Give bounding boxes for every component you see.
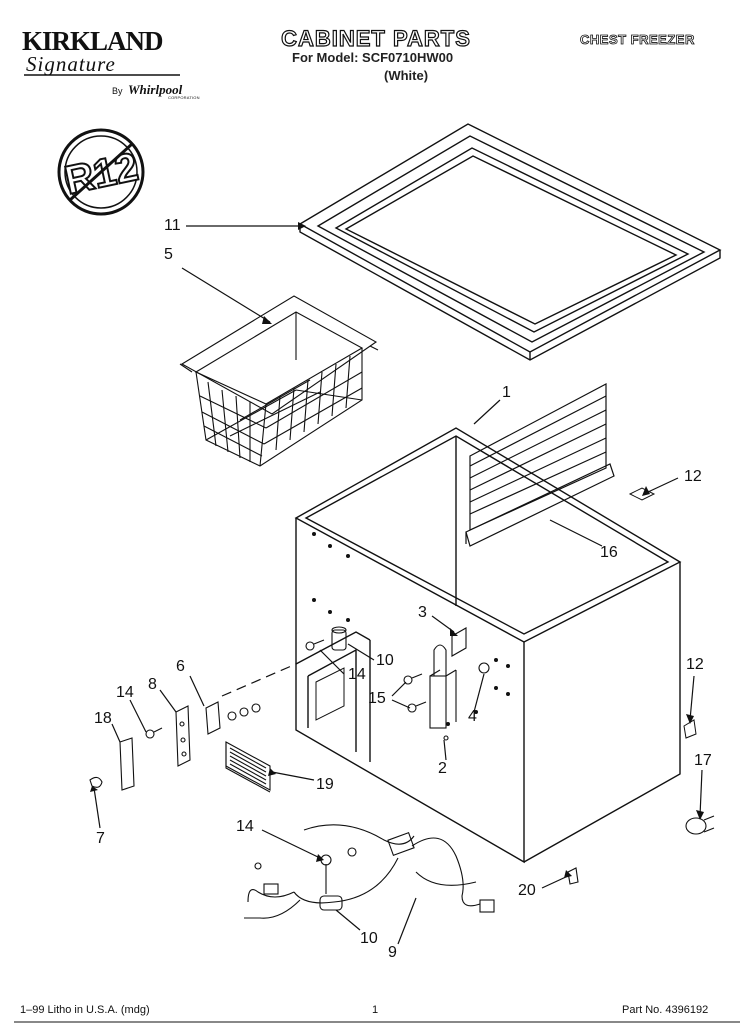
leader-lines (93, 225, 703, 945)
clip-20 (567, 867, 579, 885)
callout-14-lower: 14 (236, 818, 254, 835)
label-12-top (628, 487, 656, 501)
footer-page-number: 1 (372, 1004, 379, 1016)
hinge-plate (175, 705, 191, 767)
callout-4: 4 (468, 708, 477, 725)
footer-litho: 1–99 Litho in U.S.A. (mdg) (20, 1004, 150, 1016)
callout-10-lower: 10 (360, 930, 378, 947)
callout-2: 2 (438, 760, 447, 777)
page-title: CABINET PARTS (280, 25, 471, 51)
r12-badge: R12 (57, 128, 145, 216)
by-label: By (112, 86, 123, 96)
brand-script: Signature (26, 52, 116, 76)
divider-panel (465, 383, 615, 547)
callout-11: 11 (164, 217, 181, 234)
switch-part (205, 701, 261, 735)
screws (145, 639, 427, 866)
callout-15: 15 (368, 690, 386, 707)
callout-19: 19 (316, 776, 334, 793)
callout-8: 8 (148, 676, 157, 693)
product-name: CHEST FREEZER (580, 32, 695, 48)
wire-basket (179, 295, 379, 467)
color-line: (White) (384, 68, 429, 83)
arrowheads (90, 222, 704, 878)
callout-16: 16 (600, 544, 618, 561)
maker-sub: CORPORATION (168, 95, 200, 100)
callout-5: 5 (164, 246, 173, 263)
clip-7 (89, 776, 103, 788)
callout-3: 3 (418, 604, 427, 621)
relay-upper (331, 626, 347, 651)
wiring-harness (244, 824, 495, 919)
callout-18: 18 (94, 710, 112, 727)
leveling-foot (685, 815, 715, 835)
callout-1: 1 (502, 384, 511, 401)
callout-9: 9 (388, 944, 397, 961)
brand-name: KIRKLAND (22, 26, 164, 56)
callout-17: 17 (694, 752, 712, 769)
footer-part-number: Part No. 4396192 (622, 1004, 709, 1016)
grille (225, 741, 271, 793)
callout-14-mid: 14 (348, 666, 366, 683)
cabinet-body (294, 427, 682, 864)
callout-20: 20 (518, 882, 536, 899)
lid-gasket (298, 123, 722, 361)
callout-10-upper: 10 (376, 652, 394, 669)
maker-logo: Whirlpool (128, 82, 183, 97)
callout-12-lower: 12 (686, 656, 704, 673)
callout-6: 6 (176, 658, 185, 675)
thermostat-assembly (429, 627, 490, 741)
model-line: For Model: SCF0710HW00 (292, 50, 454, 65)
label-18 (119, 737, 135, 791)
callout-12-top: 12 (684, 468, 702, 485)
callout-7: 7 (96, 830, 105, 847)
dashed-leader (221, 663, 297, 697)
callout-14-left: 14 (116, 684, 134, 701)
divider-bracket (465, 463, 615, 547)
